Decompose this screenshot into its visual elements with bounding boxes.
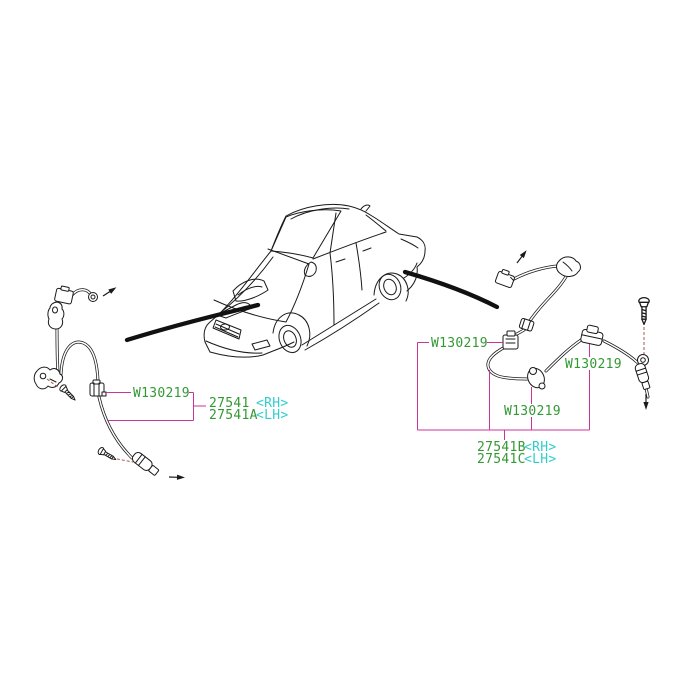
car-roof-line bbox=[290, 204, 371, 220]
car-grille bbox=[212, 319, 242, 340]
rear-sensor-ear-hole bbox=[640, 357, 646, 363]
front-sensor-bolt bbox=[96, 445, 119, 464]
car-front-wheel-arch bbox=[272, 312, 311, 347]
front-part-number-rh[interactable]: 27541 <RH> bbox=[209, 396, 289, 411]
front-sensor-direction-arrow-icon bbox=[168, 473, 186, 481]
front-harness-connector bbox=[54, 285, 74, 305]
car-body-outline bbox=[203, 203, 426, 353]
rear-harness-clip-lower bbox=[527, 367, 546, 390]
car-side-mirror bbox=[303, 261, 317, 277]
rear-grommet-slot bbox=[562, 261, 573, 272]
front-sensor-bolt-leader bbox=[111, 457, 134, 463]
car-rear-wheel-arch bbox=[373, 272, 409, 302]
front-locator-swoosh bbox=[124, 302, 261, 343]
front-group-labels: W130219 27541 <RH> 27541A <LH> bbox=[131, 386, 289, 423]
rear-part-number-lh[interactable]: 27541C <LH> bbox=[477, 452, 557, 467]
rear-connector-direction-arrow-icon bbox=[514, 248, 530, 266]
front-connector-cap-inner bbox=[90, 294, 96, 300]
front-bracket-bolt bbox=[58, 383, 79, 404]
rear-fastener-label-right[interactable]: W130219 bbox=[565, 357, 622, 372]
front-bracket-hole bbox=[39, 372, 47, 380]
front-connector-direction-arrow-icon bbox=[100, 284, 119, 299]
front-bracket-bolt-leader bbox=[46, 378, 60, 389]
car-rear-wheel-rim bbox=[383, 278, 397, 296]
front-bracket-slot bbox=[49, 378, 57, 383]
label-backplate bbox=[502, 404, 561, 417]
car-windshield bbox=[270, 209, 342, 259]
car-rocker-lines bbox=[301, 238, 419, 351]
rear-group-labels: W130219 W130219 W130219 27541B <RH> 2754… bbox=[429, 336, 622, 467]
label-backplate bbox=[563, 357, 622, 370]
front-part-number-lh[interactable]: 27541A <LH> bbox=[209, 408, 289, 423]
side-code: <RH> bbox=[256, 396, 289, 411]
rear-locator-swoosh bbox=[402, 269, 500, 310]
rear-harness-connector bbox=[494, 268, 515, 289]
rear-harness-clip-upper bbox=[518, 318, 535, 332]
label-backplate bbox=[429, 336, 487, 349]
rear-harness-clip-double bbox=[580, 324, 604, 346]
car-bumper bbox=[205, 339, 295, 358]
part-number[interactable]: 27541C bbox=[477, 452, 526, 467]
car-illustration bbox=[203, 203, 426, 358]
car-rear-wheel bbox=[378, 273, 402, 301]
rear-harness-clip-w130219 bbox=[502, 330, 519, 350]
side-code: <RH> bbox=[524, 440, 557, 455]
front-fastener-label[interactable]: W130219 bbox=[133, 386, 190, 401]
part-number[interactable]: 27541B bbox=[477, 440, 526, 455]
car-logo bbox=[220, 323, 230, 331]
car-hood-scoop bbox=[232, 278, 269, 302]
side-code: <LH> bbox=[524, 452, 557, 467]
front-grommet-hole bbox=[52, 306, 58, 314]
front-abs-sensor bbox=[131, 451, 160, 476]
front-harness-clip bbox=[89, 379, 107, 397]
car-front-wheel bbox=[278, 324, 302, 354]
front-mount-bracket bbox=[33, 366, 63, 390]
rear-fastener-label-left[interactable]: W130219 bbox=[431, 336, 488, 351]
car-front-wheel-rim bbox=[283, 330, 297, 348]
part-number[interactable]: 27541 bbox=[209, 396, 250, 411]
side-code: <LH> bbox=[256, 408, 289, 423]
part-number[interactable]: 27541A bbox=[209, 408, 258, 423]
car-door-seams bbox=[329, 242, 372, 326]
car-hood-seam bbox=[213, 248, 310, 323]
label-backplate bbox=[131, 386, 189, 399]
front-connector-cap bbox=[88, 292, 98, 302]
front-sensor-assembly bbox=[33, 284, 186, 481]
rear-fastener-label-middle[interactable]: W130219 bbox=[504, 404, 561, 419]
front-grommet bbox=[47, 301, 65, 330]
rear-sensor-bolt bbox=[638, 296, 650, 326]
rear-sensor-assembly bbox=[486, 248, 651, 411]
rear-abs-sensor bbox=[634, 362, 651, 390]
rear-part-number-rh[interactable]: 27541B <RH> bbox=[477, 440, 557, 455]
car-side-glass bbox=[312, 212, 387, 260]
